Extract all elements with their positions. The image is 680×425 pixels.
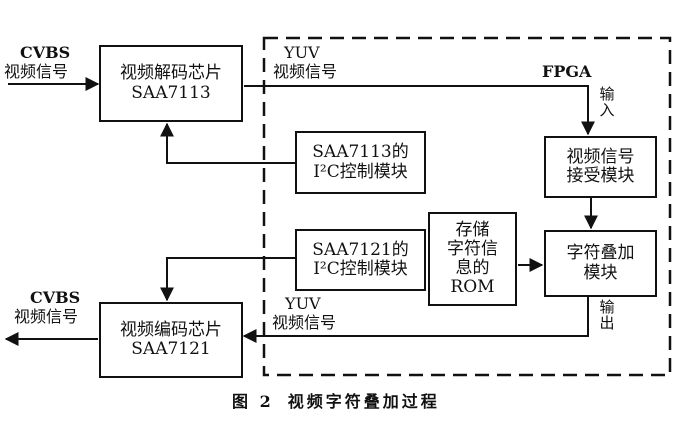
rom-block: 存储 字符信 息的 ROM — [428, 212, 517, 306]
cvbs-in-label: CVBS — [20, 43, 71, 62]
input-port-label: 输入 — [599, 85, 615, 119]
decoder-block: 视频解码芯片 SAA7113 — [99, 45, 243, 122]
cvbs-in-sublabel: 视频信号 — [4, 62, 69, 81]
yuv-output-arrow — [242, 297, 589, 343]
yuv-out-label: YUV — [285, 294, 321, 313]
yuv-out-sublabel: 视频信号 — [272, 313, 337, 332]
figure-caption: 图 2 视频字符叠加过程 — [232, 388, 454, 412]
decoder-chip: SAA7113 — [131, 82, 211, 103]
overlay-line2: 模块 — [583, 262, 618, 283]
i2c-saa7121-line2: I²C控制模块 — [313, 259, 408, 279]
receiver-line1: 视频信号 — [566, 146, 635, 167]
encoder-name: 视频编码芯片 — [120, 319, 222, 340]
i2c-saa7113-block: SAA7113的 I²C控制模块 — [295, 131, 426, 194]
rom-line4: ROM — [450, 277, 495, 298]
cvbs-out-label: CVBS — [30, 288, 81, 307]
fpga-boundary — [262, 36, 672, 377]
fpga-label: FPGA — [542, 62, 592, 81]
rom-line3: 息的 — [455, 258, 490, 278]
decoder-name: 视频解码芯片 — [120, 63, 222, 84]
encoder-chip: SAA7121 — [131, 339, 211, 359]
receiver-block: 视频信号 接受模块 — [544, 136, 657, 198]
i2c-7113-arrow — [160, 122, 296, 164]
yuv-in-label: YUV — [284, 43, 320, 62]
i2c-7121-arrow — [160, 257, 296, 302]
yuv-in-sublabel: 视频信号 — [273, 62, 338, 81]
rom-line2: 字符信 — [447, 238, 498, 259]
figure-number: 图 2 — [232, 392, 274, 411]
rom-line1: 存储 — [455, 219, 490, 240]
figure-title: 视频字符叠加过程 — [287, 392, 440, 411]
overlay-block: 字符叠加 模块 — [544, 230, 657, 297]
yuv-input-arrow — [244, 85, 595, 136]
output-port-label: 输出 — [599, 298, 615, 332]
i2c-saa7121-line1: SAA7121的 — [312, 239, 409, 260]
i2c-saa7121-block: SAA7121的 I²C控制模块 — [295, 229, 426, 291]
encoder-block: 视频编码芯片 SAA7121 — [99, 302, 243, 378]
i2c-saa7113-line2: I²C控制模块 — [313, 161, 408, 182]
overlay-line1: 字符叠加 — [566, 243, 635, 264]
receiver-line2: 接受模块 — [566, 166, 635, 186]
cvbs-out-sublabel: 视频信号 — [14, 307, 79, 326]
i2c-saa7113-line1: SAA7113的 — [312, 142, 409, 163]
